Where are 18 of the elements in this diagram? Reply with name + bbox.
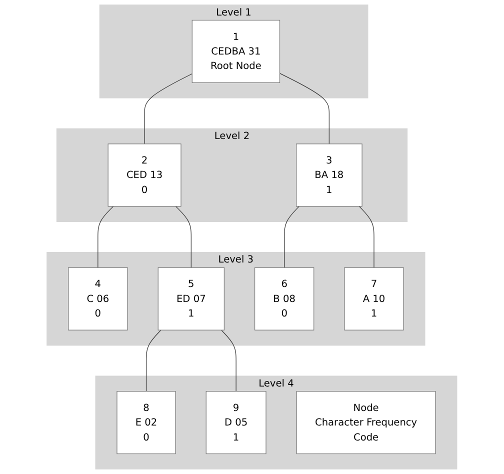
node-box: 1 CEDBA 31 Root Node: [192, 20, 280, 83]
node-box: 7 A 10 1: [344, 267, 404, 330]
node-box: 5 ED 07 1: [158, 267, 225, 330]
node-box: 8 E 02 0: [116, 391, 176, 454]
connector: [98, 206, 114, 268]
connector: [144, 73, 193, 144]
connector: [146, 330, 162, 392]
connector: [221, 330, 236, 392]
node-box: 6 B 08 0: [254, 267, 314, 330]
connector: [359, 206, 374, 268]
connector: [280, 73, 330, 144]
node-box: 4 C 06 0: [68, 267, 128, 330]
connector: [284, 206, 300, 268]
node-box: Node Character Frequency Code: [296, 391, 436, 454]
connector: [176, 206, 192, 268]
node-box: 3 BA 18 1: [296, 144, 362, 207]
node-box: 2 CED 13 0: [108, 144, 182, 207]
node-box: 9 D 05 1: [206, 391, 266, 454]
